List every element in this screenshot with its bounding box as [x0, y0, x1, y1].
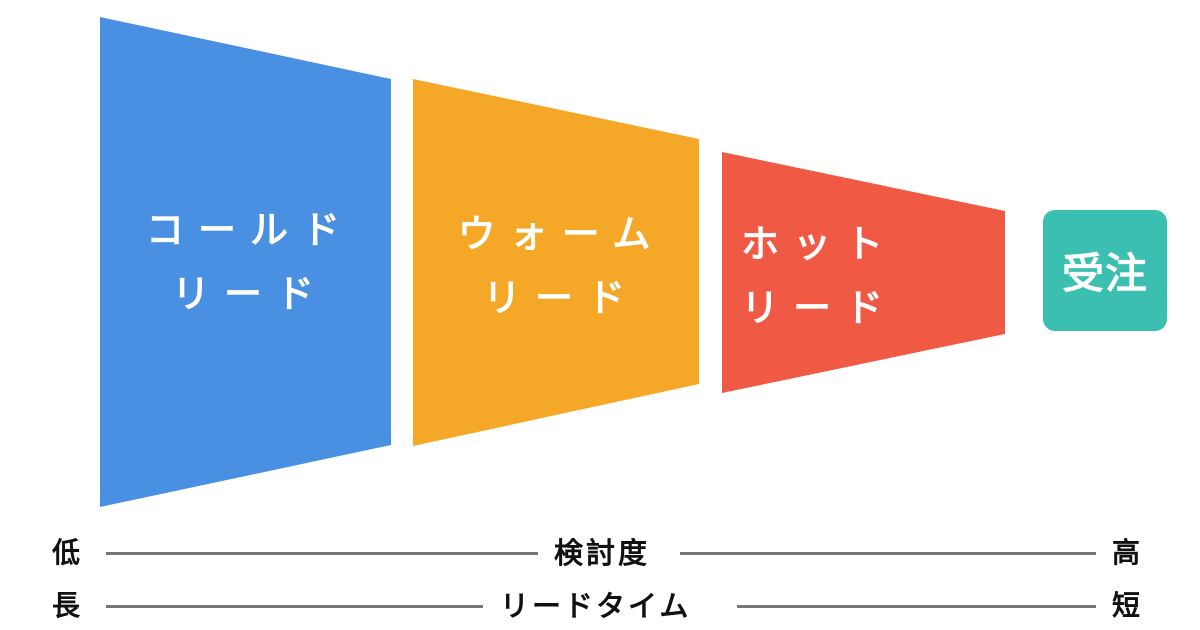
axis-leadtime-line-left	[106, 605, 483, 608]
axis-leadtime: 長 リードタイム 短	[0, 586, 1200, 626]
stage-cold-label: コールド リード	[100, 198, 400, 326]
stage-warm-label: ウォーム リード	[411, 202, 711, 330]
axis-consideration-line-left	[106, 552, 538, 555]
axis-consideration-line-right	[680, 552, 1096, 555]
stage-cold-line1: コールド	[145, 208, 354, 252]
axis-consideration-title: 検討度	[554, 536, 651, 570]
axis-consideration: 低 検討度 高	[0, 533, 1200, 573]
axis-leadtime-title: リードタイム	[500, 589, 692, 623]
axis-consideration-low: 低	[52, 536, 81, 569]
axis-leadtime-long: 長	[52, 589, 81, 622]
stage-warm-line2: リード	[482, 276, 639, 320]
stage-warm-line1: ウォーム	[457, 212, 665, 256]
axis-leadtime-short: 短	[1112, 589, 1141, 622]
stage-hot-label: ホット リード	[709, 212, 929, 340]
axis-consideration-high: 高	[1112, 536, 1141, 569]
stage-hot-line1: ホット	[740, 222, 897, 266]
axis-leadtime-line-right	[737, 605, 1096, 608]
stage-warm-shape	[413, 79, 699, 446]
order-label: 受注	[1061, 249, 1148, 298]
stage-hot-shape	[722, 152, 1005, 393]
stage-cold-line2: リード	[171, 272, 328, 316]
stage-cold-shape	[100, 17, 391, 507]
order-box: 受注	[1043, 210, 1167, 331]
stage-hot-line2: リード	[740, 286, 897, 330]
